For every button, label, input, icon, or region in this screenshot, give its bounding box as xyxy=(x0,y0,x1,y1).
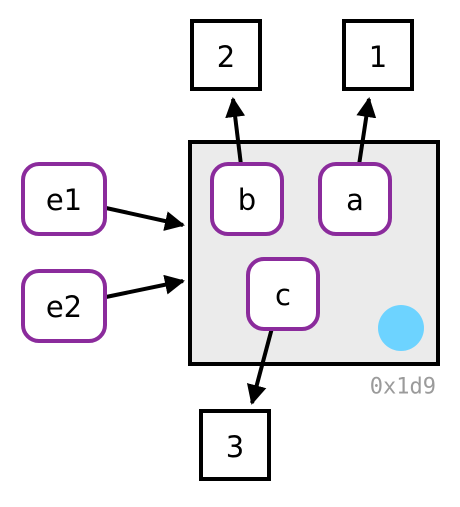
arrow-e2-to-environment xyxy=(105,274,185,299)
value-text-2: 2 xyxy=(217,40,235,74)
binding-label-e1: e1 xyxy=(46,183,82,217)
environment-id-label: 0x1d9 xyxy=(370,375,436,400)
value-text-3: 3 xyxy=(226,430,244,464)
value-text-1: 1 xyxy=(369,40,387,74)
arrow-b-to-2 xyxy=(225,97,246,166)
binding-e1: e1 xyxy=(21,162,107,236)
value-box-2: 2 xyxy=(190,19,262,91)
arrow-e1-to-environment xyxy=(105,206,185,231)
binding-a: a xyxy=(318,162,392,236)
binding-label-e2: e2 xyxy=(46,290,82,324)
binding-e2: e2 xyxy=(21,269,107,343)
value-box-3: 3 xyxy=(199,409,271,481)
binding-label-a: a xyxy=(346,183,364,217)
binding-label-c: c xyxy=(275,278,291,312)
binding-b: b xyxy=(210,162,284,236)
arrow-c-to-3 xyxy=(246,327,274,405)
binding-label-b: b xyxy=(238,183,256,217)
binding-c: c xyxy=(246,257,320,331)
environment-dot xyxy=(378,305,424,351)
arrow-a-to-1 xyxy=(356,97,377,166)
arrows xyxy=(105,97,377,405)
value-box-1: 1 xyxy=(342,19,414,91)
